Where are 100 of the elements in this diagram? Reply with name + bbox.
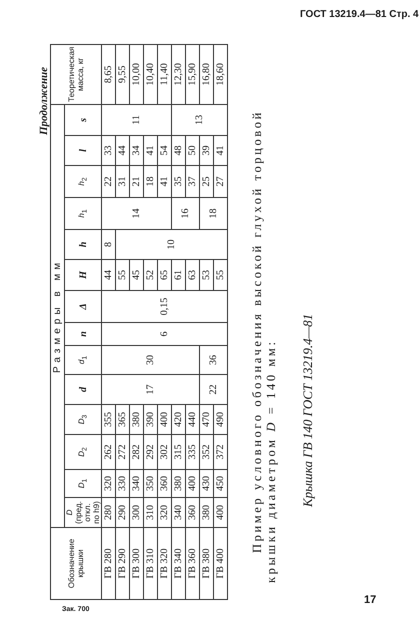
table-cell: 302 xyxy=(158,434,172,470)
table-cell: 400 xyxy=(186,470,200,498)
table-cell: 400 xyxy=(214,498,228,528)
table-cell: 0,15 xyxy=(102,290,228,322)
table-cell: ГВ 300 xyxy=(130,528,144,600)
table-cell: 340 xyxy=(130,470,144,498)
table-cell: 430 xyxy=(200,470,214,498)
table-cell: 450 xyxy=(214,470,228,498)
table-cell: 55 xyxy=(116,260,130,290)
table-cell: ГВ 280 xyxy=(102,528,116,600)
table-cell: 22 xyxy=(102,166,116,198)
table-cell: 34 xyxy=(130,136,144,166)
table-cell: 400 xyxy=(158,404,172,434)
table-cell: 25 xyxy=(200,166,214,198)
table-cell: 21 xyxy=(130,166,144,198)
table-cell: 45 xyxy=(130,260,144,290)
table-cell: 48 xyxy=(172,136,186,166)
table-cell: 350 xyxy=(144,470,158,498)
table-cell: ГВ 310 xyxy=(144,528,158,600)
table-cell: 280 xyxy=(102,498,116,528)
table-cell: 16 xyxy=(172,198,200,230)
table-cell: 10,00 xyxy=(130,44,144,104)
table-cell: 52 xyxy=(144,260,158,290)
table-cell: 490 xyxy=(214,404,228,434)
table-cell: 292 xyxy=(144,434,158,470)
table-cell: 55 xyxy=(214,260,228,290)
table-cell: 262 xyxy=(102,434,116,470)
column-header: H xyxy=(64,260,102,290)
table-cell: 315 xyxy=(172,434,186,470)
table-cell: 14 xyxy=(102,198,172,230)
table-cell: 310 xyxy=(144,498,158,528)
column-header: l xyxy=(64,136,102,166)
table-cell: 6 xyxy=(102,322,228,346)
table-cell: ГВ 360 xyxy=(186,528,200,600)
table-cell: 65 xyxy=(158,260,172,290)
table-cell: ГВ 290 xyxy=(116,528,130,600)
column-header: D (пред. откл. по h9) xyxy=(64,498,102,528)
column-header: d xyxy=(64,374,102,404)
table-cell: 352 xyxy=(200,434,214,470)
table-cell: 61 xyxy=(172,260,186,290)
table-cell: 41 xyxy=(144,136,158,166)
column-header: n xyxy=(64,322,102,346)
table-cell: 390 xyxy=(144,404,158,434)
table-cell: ГВ 400 xyxy=(214,528,228,600)
table-cell: 41 xyxy=(214,136,228,166)
table-cell: 39 xyxy=(200,136,214,166)
table-cell: 9,55 xyxy=(116,44,130,104)
table-cell: 37 xyxy=(186,166,200,198)
table-cell: 18 xyxy=(200,198,228,230)
table-cell: 11,40 xyxy=(158,44,172,104)
table-cell: 440 xyxy=(186,404,200,434)
table-cell: 53 xyxy=(200,260,214,290)
table-cell: 340 xyxy=(172,498,186,528)
table-cell: 33 xyxy=(102,136,116,166)
page-number: 17 xyxy=(364,594,376,606)
table-cell: 11 xyxy=(102,104,172,136)
table-cell: 272 xyxy=(116,434,130,470)
table-cell: 365 xyxy=(116,404,130,434)
table-cell: 44 xyxy=(102,260,116,290)
table-cell: 300 xyxy=(130,498,144,528)
table-cell: 35 xyxy=(172,166,186,198)
table-cell: 282 xyxy=(130,434,144,470)
table-cell: 355 xyxy=(102,404,116,434)
table-cell: 360 xyxy=(158,470,172,498)
table-cell: 12,30 xyxy=(172,44,186,104)
column-header: Теоретическая масса, кг xyxy=(50,44,102,104)
table-cell: 18,60 xyxy=(214,44,228,104)
column-header: Обозначение крышки xyxy=(50,528,102,600)
page-header: ГОСТ 13219.4—81 Стр. 4 xyxy=(300,9,419,20)
table-cell: 54 xyxy=(158,136,172,166)
table-cell: 16,80 xyxy=(200,44,214,104)
continuation-note: Продолжение xyxy=(38,66,50,135)
table-cell: ГВ 340 xyxy=(172,528,186,600)
column-header: Δ xyxy=(64,290,102,322)
table-cell: 50 xyxy=(186,136,200,166)
table-cell: 380 xyxy=(172,470,186,498)
table-cell: 420 xyxy=(172,404,186,434)
table-cell: 320 xyxy=(158,498,172,528)
table-cell: 17 xyxy=(102,374,200,404)
table-cell: 335 xyxy=(186,434,200,470)
table-cell: 380 xyxy=(200,498,214,528)
table-cell: 380 xyxy=(130,404,144,434)
table-cell: ГВ 380 xyxy=(200,528,214,600)
table-cell: 330 xyxy=(116,470,130,498)
table-cell: 8,65 xyxy=(102,44,116,104)
table-cell: 63 xyxy=(186,260,200,290)
table-cell: 320 xyxy=(102,470,116,498)
table-cell: 290 xyxy=(116,498,130,528)
table-cell: 31 xyxy=(116,166,130,198)
table-cell: 372 xyxy=(214,434,228,470)
table-cell: 41 xyxy=(158,166,172,198)
table-cell: 13 xyxy=(172,104,228,136)
table-cell: 360 xyxy=(186,498,200,528)
column-header: h xyxy=(64,230,102,260)
table-cell: 18 xyxy=(144,166,158,198)
table-cell: 8 xyxy=(102,230,116,260)
column-header: Размеры в мм xyxy=(50,104,64,528)
table-cell: 27 xyxy=(214,166,228,198)
table-cell: 22 xyxy=(200,374,228,404)
table-cell: ГВ 320 xyxy=(158,528,172,600)
